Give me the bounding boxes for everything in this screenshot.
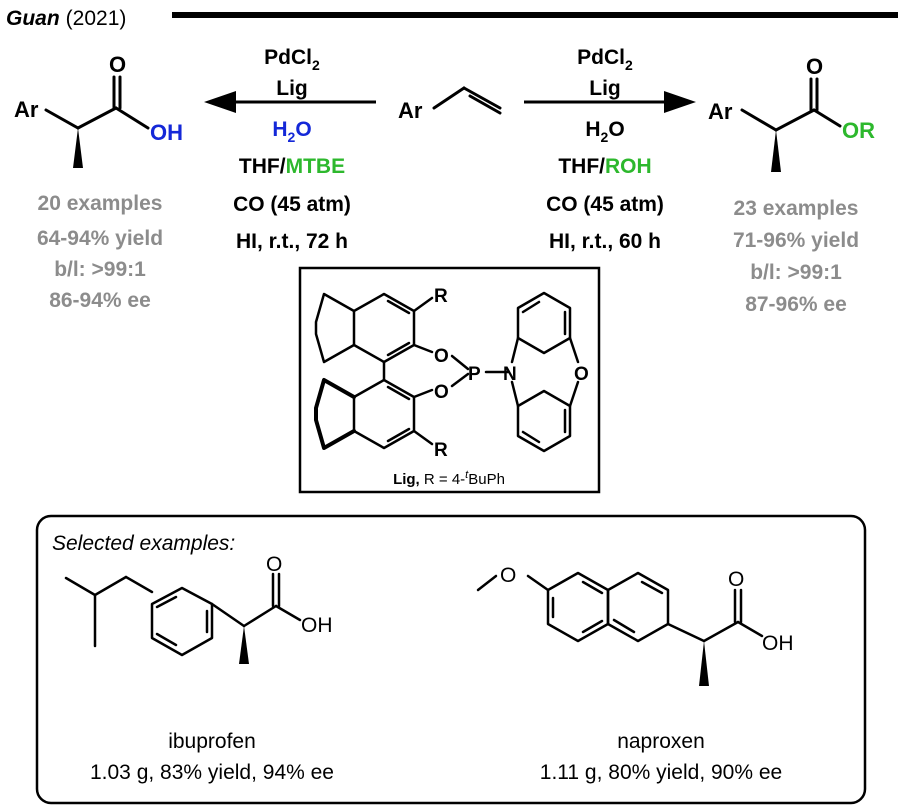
left-stat-bl: b/l: >99:1: [54, 258, 146, 281]
ligand-o2: O: [434, 382, 449, 403]
left-arrow-head: [204, 91, 236, 113]
ligand-n: N: [503, 364, 517, 385]
right-stat-yield: 71-96% yield: [733, 229, 859, 252]
naproxen-oh: OH: [762, 632, 794, 655]
left-conditions: PdCl2 Lig H2O THF/MTBE CO (45 atm) HI, r…: [233, 46, 351, 253]
left-lig: Lig: [276, 77, 308, 100]
left-wedge-bond: [73, 128, 83, 168]
left-product-structure: [44, 75, 150, 130]
ligand-caption: Lig, R = 4-tBuPh: [393, 469, 505, 488]
right-pdcl2: PdCl: [577, 46, 625, 69]
ibuprofen-detail: 1.03 g, 83% yield, 94% ee: [90, 761, 334, 784]
right-time: HI, r.t., 60 h: [549, 230, 661, 253]
right-stat-examples: 23 examples: [734, 197, 859, 220]
left-pdcl2: PdCl: [264, 46, 312, 69]
right-solvent: THF/ROH: [558, 155, 651, 178]
left-stat-examples: 20 examples: [38, 192, 163, 215]
right-ar-label: Ar: [708, 99, 733, 124]
examples-box: [35, 514, 867, 805]
left-co: CO (45 atm): [233, 193, 351, 216]
right-arrow-head: [664, 91, 696, 113]
right-co: CO (45 atm): [546, 193, 664, 216]
ibuprofen-o: O: [266, 553, 282, 576]
right-lig: Lig: [589, 77, 621, 100]
svg-text:PdCl2: PdCl2: [577, 46, 633, 73]
ligand-box: [298, 266, 601, 494]
svg-text:PdCl2: PdCl2: [264, 46, 320, 73]
naproxen-structure: [476, 571, 764, 643]
naproxen-wedge: [699, 641, 709, 686]
naproxen-o: O: [728, 568, 744, 591]
left-stats: 20 examples 64-94% yield b/l: >99:1 86-9…: [37, 192, 163, 312]
substrate-structure: [432, 86, 502, 115]
left-solvent: THF/MTBE: [239, 155, 345, 178]
ibuprofen-name: ibuprofen: [168, 730, 256, 753]
left-h2o: H2O: [272, 118, 311, 145]
right-stat-bl: b/l: >99:1: [750, 261, 842, 284]
naproxen-detail: 1.11 g, 80% yield, 90% ee: [540, 761, 782, 784]
ligand-o1: O: [434, 346, 449, 367]
ligand-atom-labels: R R O O P N O: [434, 286, 589, 461]
naproxen-methoxy-o: O: [500, 564, 516, 587]
ibuprofen-wedge: [239, 626, 249, 664]
right-conditions: PdCl2 Lig H2O THF/ROH CO (45 atm) HI, r.…: [546, 46, 664, 253]
left-ar-label: Ar: [14, 97, 39, 122]
ligand-o3: O: [574, 364, 589, 385]
ligand-r-bottom: R: [434, 440, 448, 461]
right-wedge-bond: [771, 130, 781, 172]
left-o-label: O: [109, 52, 126, 77]
ligand-p: P: [468, 364, 481, 385]
naproxen-name: naproxen: [617, 730, 705, 753]
ligand-structure: [314, 291, 580, 453]
header: Guan (2021): [6, 7, 126, 30]
right-product-structure: [740, 77, 842, 132]
ibuprofen-oh: OH: [301, 614, 333, 637]
left-time: HI, r.t., 72 h: [236, 230, 348, 253]
ligand-r-top: R: [434, 286, 448, 307]
right-o-label: O: [806, 54, 823, 79]
left-stat-yield: 64-94% yield: [37, 227, 163, 250]
ibuprofen-structure: [64, 572, 302, 657]
left-oh-label: OH: [150, 120, 183, 145]
right-stat-ee: 87-96% ee: [745, 293, 847, 316]
substrate-ar-label: Ar: [398, 98, 423, 123]
left-stat-ee: 86-94% ee: [49, 289, 151, 312]
header-year: (2021): [66, 7, 127, 30]
examples-title: Selected examples:: [52, 532, 235, 555]
right-stats: 23 examples 71-96% yield b/l: >99:1 87-9…: [733, 197, 859, 316]
right-or-label: OR: [842, 118, 875, 143]
header-author: Guan: [6, 7, 60, 30]
right-h2o: H2O: [585, 118, 624, 145]
